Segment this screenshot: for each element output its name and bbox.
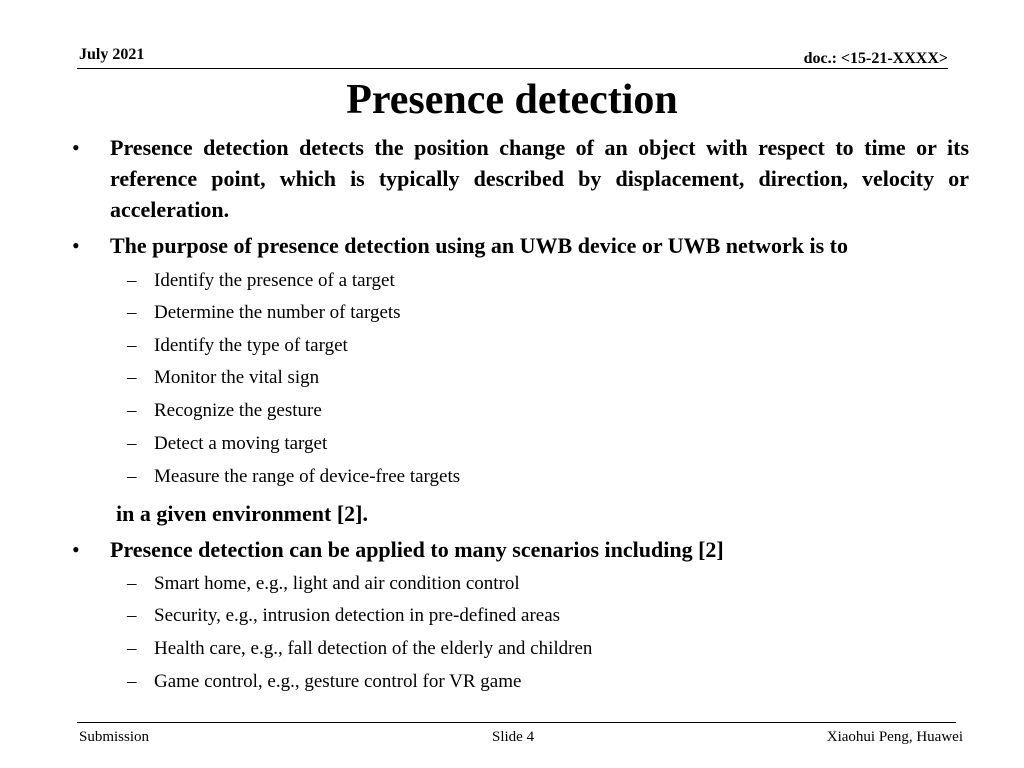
bullet-icon: • [72, 135, 80, 160]
header-date: July 2021 [79, 46, 145, 63]
sub-item-text: Recognize the gesture [154, 400, 322, 421]
bullet-text: Presence detection detects the position … [110, 135, 969, 222]
sub-list-item: – Health care, e.g., fall detection of t… [0, 633, 1024, 665]
slide-title: Presence detection [346, 77, 678, 123]
bullet-continuation-text: in a given environment [2]. [116, 501, 368, 526]
sub-list-item: – Identify the presence of a target [0, 265, 1024, 297]
footer-slide-number: Slide 4 [492, 729, 535, 745]
dash-icon: – [127, 270, 137, 291]
sub-list-item: – Measure the range of device-free targe… [0, 461, 1024, 493]
sub-list-item: – Recognize the gesture [0, 395, 1024, 427]
bullet-text: The purpose of presence detection using … [110, 233, 849, 258]
sub-list-item: – Smart home, e.g., light and air condit… [0, 568, 1024, 600]
bullet-item: • The purpose of presence detection usin… [0, 230, 1024, 261]
sub-item-text: Smart home, e.g., light and air conditio… [154, 573, 520, 594]
bullet-text: Presence detection can be applied to man… [110, 537, 724, 562]
sub-item-text: Security, e.g., intrusion detection in p… [154, 605, 561, 626]
footer-divider [77, 722, 956, 723]
bullet-icon: • [72, 233, 80, 258]
sub-item-text: Detect a moving target [154, 433, 328, 454]
sub-list-item: – Game control, e.g., gesture control fo… [0, 666, 1024, 698]
sub-item-text: Identify the presence of a target [154, 270, 395, 291]
dash-icon: – [127, 605, 137, 626]
sub-list-item: – Security, e.g., intrusion detection in… [0, 600, 1024, 632]
sub-item-text: Health care, e.g., fall detection of the… [154, 638, 593, 659]
footer-submission: Submission [79, 729, 150, 745]
sub-item-text: Measure the range of device-free targets [154, 466, 461, 487]
bullet-item: • Presence detection can be applied to m… [0, 534, 1024, 565]
dash-icon: – [127, 466, 137, 487]
header-divider [77, 68, 948, 69]
footer-author: Xiaohui Peng, Huawei [826, 729, 963, 745]
sub-item-text: Determine the number of targets [154, 302, 401, 323]
sub-item-text: Monitor the vital sign [154, 367, 320, 388]
sub-list-item: – Identify the type of target [0, 330, 1024, 362]
dash-icon: – [127, 573, 137, 594]
bullet-item: • Presence detection detects the positio… [0, 132, 1024, 227]
dash-icon: – [127, 638, 137, 659]
dash-icon: – [127, 400, 137, 421]
sub-item-text: Game control, e.g., gesture control for … [154, 671, 522, 692]
dash-icon: – [127, 302, 137, 323]
sub-list-item: – Monitor the vital sign [0, 362, 1024, 394]
dash-icon: – [127, 671, 137, 692]
dash-icon: – [127, 433, 137, 454]
sub-list-item: – Determine the number of targets [0, 297, 1024, 329]
dash-icon: – [127, 335, 137, 356]
bullet-icon: • [72, 537, 80, 562]
sub-list-item: – Detect a moving target [0, 428, 1024, 460]
sub-item-text: Identify the type of target [154, 335, 348, 356]
header-doc-number: doc.: <15-21-XXXX> [803, 50, 948, 67]
dash-icon: – [127, 367, 137, 388]
